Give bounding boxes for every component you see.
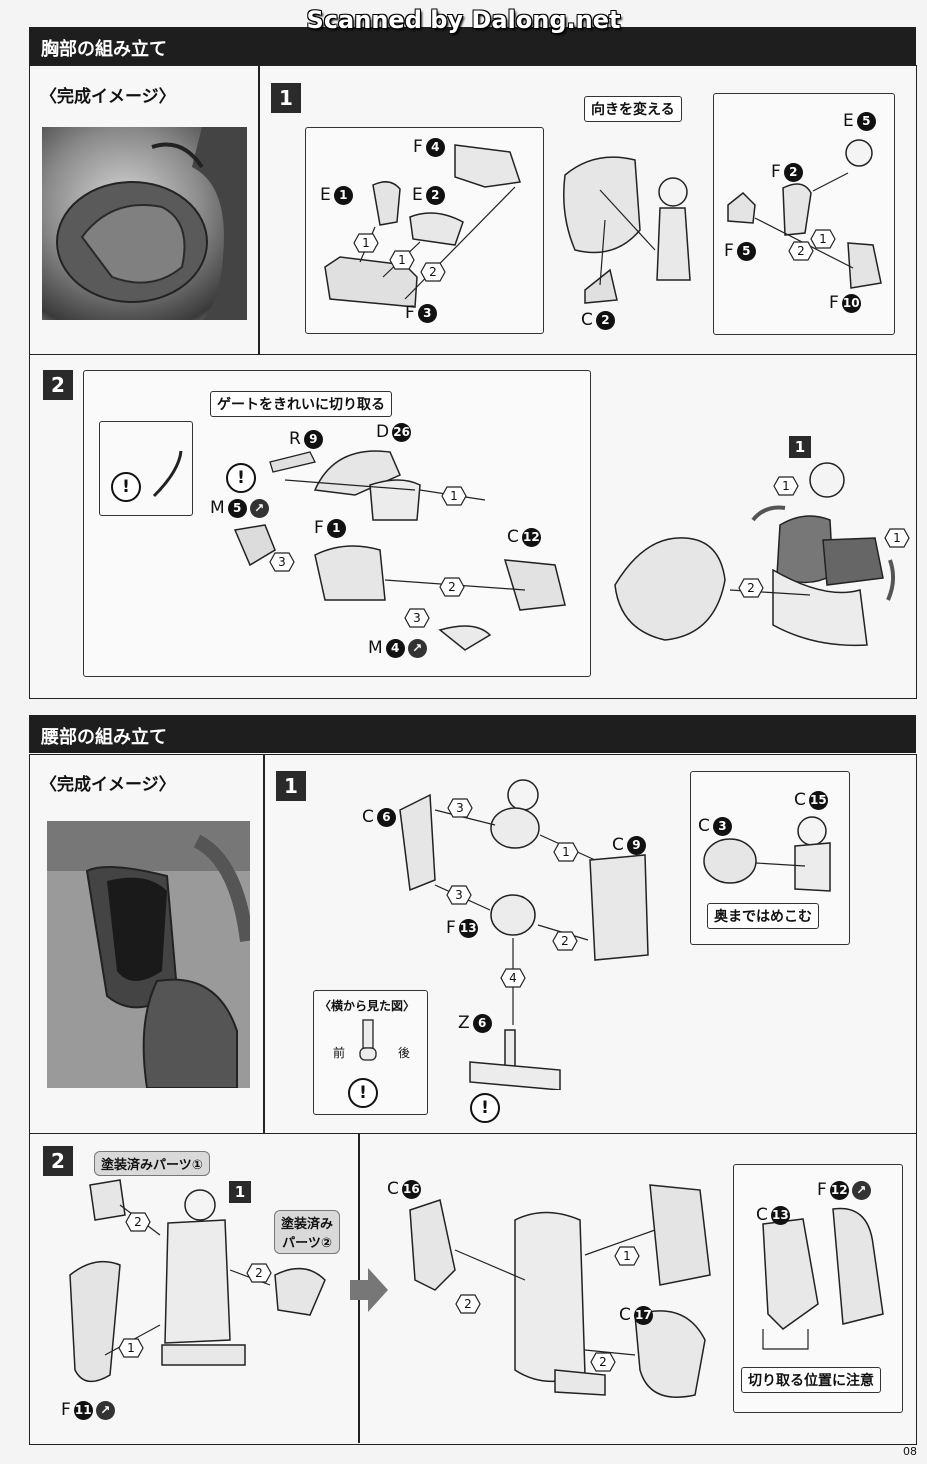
divider — [263, 755, 265, 1133]
page-number: 08 — [903, 1445, 917, 1458]
reference-step-badge: 1 — [229, 1181, 251, 1203]
waist-completed-photo — [47, 821, 250, 1088]
order-marker: 1 — [773, 476, 799, 496]
side-view-back: 後 — [398, 1046, 411, 1060]
painted-parts-2-label: 塗装済み パーツ② — [274, 1210, 341, 1254]
order-marker: 3 — [269, 552, 295, 572]
side-view-illustration — [359, 1019, 377, 1061]
waist-step1-badge: 1 — [276, 771, 306, 801]
order-marker: 2 — [420, 262, 446, 282]
order-marker: 1 — [118, 1338, 144, 1358]
waist-section-header: 腰部の組み立て — [29, 715, 916, 753]
next-arrow-icon — [350, 1268, 388, 1312]
chest-step1-right-illustration — [727, 139, 882, 289]
waist-step1-right-illustration — [703, 816, 831, 892]
waist-section-title: 腰部の組み立て — [41, 727, 167, 748]
chest-step1-badge: 1 — [271, 83, 301, 113]
order-marker: 4 — [500, 968, 526, 988]
chest-section-header: 胸部の組み立て — [29, 27, 916, 65]
caution-icon: ! — [226, 463, 256, 493]
watermark: Scanned by Dalong.net — [306, 6, 621, 34]
chest-step2-illustration — [233, 450, 566, 651]
order-marker: 1 — [441, 486, 467, 506]
caution-icon: ! — [111, 472, 141, 502]
waist-image-label: 〈完成イメージ〉 — [40, 775, 176, 795]
order-marker: 2 — [125, 1212, 151, 1232]
chest-image-label: 〈完成イメージ〉 — [40, 87, 176, 107]
chest-step2-badge: 2 — [43, 370, 73, 400]
chest-step1-assembly — [563, 156, 691, 304]
order-marker: 1 — [614, 1246, 640, 1266]
side-view-title: 〈横から見た図〉 — [319, 999, 416, 1013]
order-marker: 1 — [884, 528, 910, 548]
waist-step2-badge: 2 — [43, 1146, 73, 1176]
waist-step2-right-illustration — [409, 1184, 711, 1398]
order-marker: 1 — [553, 842, 579, 862]
gate-detail-box — [99, 421, 193, 516]
caution-icon: ! — [348, 1078, 378, 1108]
order-marker: 2 — [552, 931, 578, 951]
order-marker: 3 — [447, 798, 473, 818]
divider — [258, 66, 260, 354]
order-marker: 2 — [738, 578, 764, 598]
waist-step2-left-illustration — [69, 1179, 326, 1383]
waist-step2-cut-illustration — [762, 1207, 884, 1350]
order-marker: 2 — [439, 577, 465, 597]
order-marker: 2 — [455, 1294, 481, 1314]
chest-section-title: 胸部の組み立て — [41, 39, 167, 60]
cut-position-callout: 切り取る位置に注意 — [741, 1367, 881, 1393]
order-marker: 2 — [590, 1352, 616, 1372]
chest-step1-illustration — [324, 144, 521, 308]
reference-step-badge: 1 — [789, 436, 811, 458]
order-marker: 3 — [446, 885, 472, 905]
chest-final-assembly — [614, 462, 895, 647]
painted-parts-1-label: 塗装済みパーツ① — [94, 1151, 210, 1176]
gate-callout: ゲートをきれいに切り取る — [210, 391, 392, 417]
waist-step1-illustration — [399, 779, 649, 1090]
order-marker: 1 — [810, 229, 836, 249]
chest-completed-photo — [42, 127, 247, 320]
order-marker: 2 — [246, 1263, 272, 1283]
press-fully-callout: 奥まではめこむ — [707, 903, 819, 929]
order-marker: 3 — [404, 608, 430, 628]
order-marker: 1 — [353, 233, 379, 253]
caution-icon: ! — [470, 1093, 500, 1123]
order-marker: 2 — [788, 241, 814, 261]
chest-turn-callout: 向きを変える — [584, 96, 682, 122]
order-marker: 1 — [389, 250, 415, 270]
side-view-front: 前 — [333, 1046, 346, 1060]
gate-detail-illustration — [152, 450, 183, 498]
